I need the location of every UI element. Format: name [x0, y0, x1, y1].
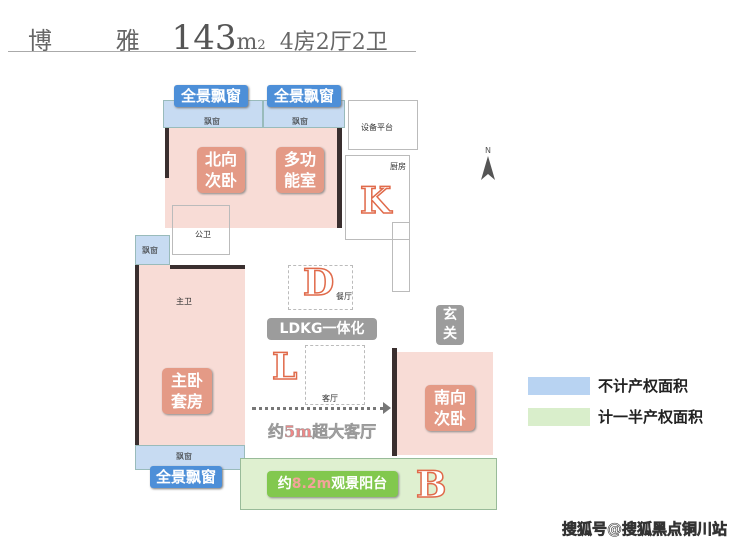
- panoramic-bay-tag: 全景飘窗: [267, 85, 341, 107]
- label-line: 玄: [443, 307, 457, 323]
- note-num: 5m: [284, 422, 313, 442]
- legend-item: 不计产权面积: [528, 375, 703, 396]
- note-post: 超大客厅: [312, 422, 377, 442]
- label-line: 能室: [283, 171, 316, 190]
- legend-label: 不计产权面积: [598, 377, 689, 395]
- entry-tag: 玄关: [436, 305, 464, 345]
- project-name: 博 雅: [28, 27, 168, 55]
- balcony-tag: 约8.2m观景阳台: [267, 471, 398, 497]
- wall: [337, 128, 342, 228]
- wall: [392, 348, 397, 456]
- label-line: 主卧: [170, 371, 203, 390]
- note-pre: 约: [268, 422, 285, 442]
- cabinet: [392, 222, 410, 292]
- tag-num: 8.2m: [291, 476, 332, 492]
- bay-window-label: 飘窗: [176, 452, 192, 461]
- label-line: 次卧: [433, 409, 466, 428]
- label-line: 北向: [204, 150, 237, 169]
- arrow-head-icon: [383, 402, 391, 414]
- public-bathroom: 公卫: [172, 205, 230, 255]
- bay-window-label: 飘窗: [292, 117, 308, 126]
- living-note: 约5m超大客厅: [268, 422, 377, 442]
- living-letter: L: [271, 346, 298, 388]
- bay-window-label: 飘窗: [204, 117, 220, 126]
- north-bedroom-tag: 北向次卧: [197, 147, 245, 193]
- compass: N: [480, 146, 496, 186]
- area-value: 143: [171, 18, 237, 58]
- compass-n-label: N: [485, 146, 491, 155]
- ldkg-tag: LDKG一体化: [267, 318, 377, 340]
- legend-swatch-green: [528, 407, 590, 426]
- bay-window-label: 飘窗: [142, 246, 158, 255]
- dining-label: 餐厅: [336, 292, 352, 301]
- area-unit: m: [236, 30, 258, 55]
- watermark: 搜狐号@搜狐黑点铜川站: [562, 520, 728, 539]
- wall: [165, 128, 169, 178]
- equipment-platform-label: 设备平台: [361, 123, 393, 132]
- master-bedroom-tag: 主卧套房: [162, 368, 212, 414]
- area-unit-sup: 2: [257, 38, 266, 53]
- legend-swatch-blue: [528, 376, 590, 395]
- kitchen-label: 厨房: [390, 162, 406, 171]
- label-line: 套房: [170, 392, 203, 411]
- legend-label: 计一半产权面积: [598, 408, 704, 426]
- label-line: 关: [443, 326, 457, 342]
- layout-type: 4房2厅2卫: [279, 30, 388, 55]
- legend-item: 计一半产权面积: [528, 406, 703, 427]
- north-arrow-icon: [481, 156, 495, 180]
- label-line: 多功: [283, 150, 316, 169]
- master-suite: [135, 265, 245, 455]
- tag-post: 观景阳台: [331, 476, 388, 492]
- multi-room-tag: 多功能室: [276, 147, 324, 193]
- master-bath-label: 主卫: [176, 297, 192, 306]
- title-divider: [8, 51, 416, 52]
- dining-table: [288, 265, 353, 310]
- wall: [135, 265, 139, 450]
- label-line: 次卧: [204, 171, 237, 190]
- south-bedroom-tag: 南向次卧: [425, 385, 475, 431]
- label-line: 南向: [433, 388, 466, 407]
- balcony-letter: B: [415, 464, 447, 506]
- panoramic-bay-tag: 全景飘窗: [150, 466, 222, 488]
- equipment-platform: 设备平台: [348, 100, 418, 150]
- wall: [170, 265, 245, 269]
- living-label: 客厅: [322, 394, 338, 403]
- legend: 不计产权面积 计一半产权面积: [528, 375, 703, 427]
- panoramic-bay-tag: 全景飘窗: [174, 85, 248, 107]
- width-arrow: [252, 407, 384, 410]
- sofa: [305, 345, 365, 405]
- dining-letter: D: [302, 262, 335, 304]
- public-bath-label: 公卫: [195, 230, 211, 239]
- kitchen-letter: K: [359, 180, 392, 222]
- tag-pre: 约: [277, 476, 292, 492]
- kitchen: 厨房: [345, 155, 410, 240]
- bay-window-west: 飘窗: [135, 235, 170, 265]
